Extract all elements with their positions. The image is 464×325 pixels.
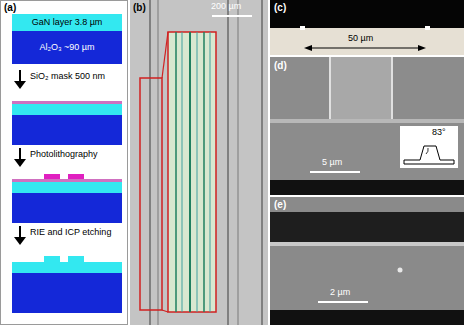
layer-stack: [12, 256, 122, 313]
scale-bar-label: 2 µm: [330, 288, 350, 298]
sem-image: [270, 197, 464, 325]
panel-label: (b): [133, 2, 146, 13]
panel-label: (a): [4, 2, 16, 13]
scale-bar-label: 200 µm: [211, 2, 241, 12]
panel-frame: [1, 1, 128, 325]
microscope-image: [130, 0, 268, 325]
sem-image: [270, 57, 464, 195]
layer-stack: [12, 174, 122, 223]
panel-label: (d): [274, 60, 287, 71]
layer-stack: [12, 101, 122, 145]
sapphire-layer: Al₂O₃ ~90 µm: [12, 31, 122, 64]
layer-label: Al₂O₃ ~90 µm: [39, 43, 94, 53]
angle-label: 83°: [432, 128, 446, 138]
layer-label: GaN layer 3.8 µm: [32, 18, 103, 28]
step-label: RIE and ICP etching: [30, 228, 111, 238]
step-label: SiO₂ mask 500 nm: [30, 72, 105, 82]
panel-label: (c): [274, 2, 286, 13]
dimension-label: 50 µm: [348, 34, 373, 44]
scale-bar-label: 5 µm: [322, 158, 342, 168]
gan-layer: GaN layer 3.8 µm: [12, 14, 122, 31]
optical-image: [270, 0, 464, 55]
panel-label: (e): [274, 199, 286, 210]
step-label: Photolithography: [30, 150, 98, 160]
